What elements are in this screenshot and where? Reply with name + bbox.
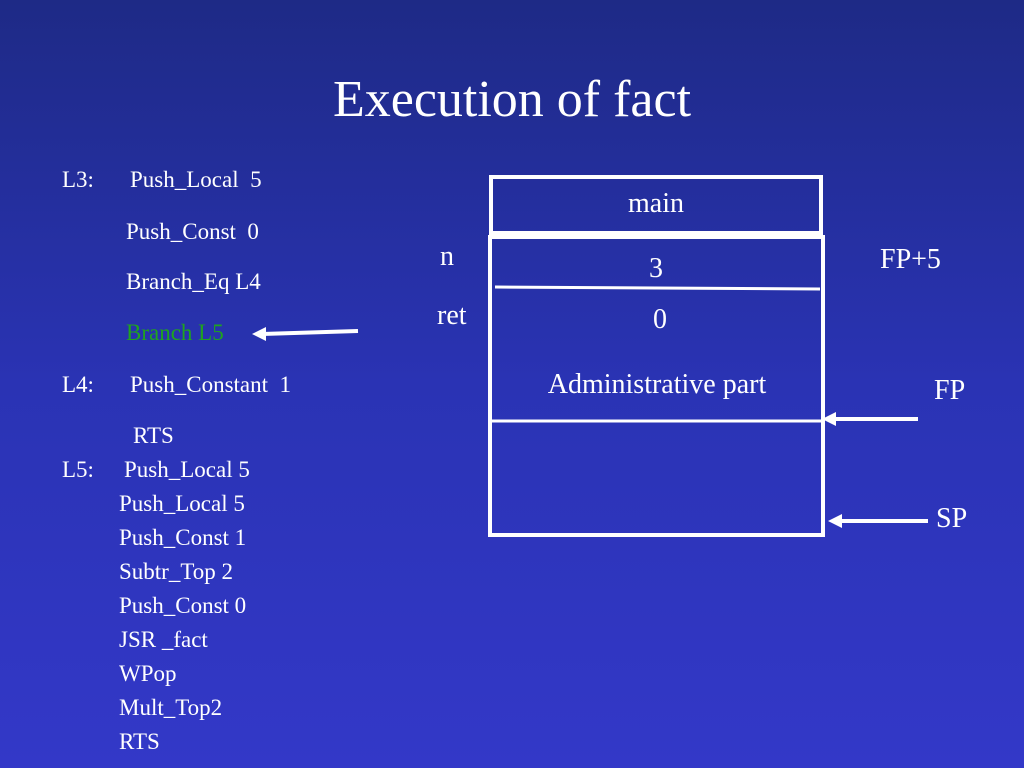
code-instr: Push_Const 0 <box>119 593 247 618</box>
code-instr: JSR _fact <box>119 627 208 652</box>
arrowhead <box>252 327 266 341</box>
current-instruction-arrow <box>261 329 359 336</box>
code-instr: Push_Local 5 <box>130 167 262 192</box>
n-value: 3 <box>649 253 663 284</box>
slide-title: Execution of fact <box>332 71 692 128</box>
code-instr: Push_Const 0 <box>126 219 259 244</box>
admin-part-label: Administrative part <box>547 369 767 400</box>
code-instr: Push_Local 5 <box>119 491 245 516</box>
code-instr-highlighted: Branch L5 <box>126 320 224 345</box>
sp-label: SP <box>936 503 968 534</box>
code-instr: WPop <box>119 661 177 686</box>
code-label-L4: L4: <box>62 372 94 397</box>
cell-divider <box>494 285 821 291</box>
code-instr: Mult_Top2 <box>119 695 223 720</box>
main-frame-label: main <box>628 188 684 219</box>
arrowhead <box>828 514 842 528</box>
code-instr: Push_Local 5 <box>124 457 250 482</box>
main-frame-box <box>489 175 823 235</box>
code-label-L3: L3: <box>62 167 94 192</box>
code-label-L5: L5: <box>62 457 94 482</box>
code-instr: Subtr_Top 2 <box>119 559 234 584</box>
n-label: n <box>440 241 454 272</box>
ret-value: 0 <box>653 304 667 335</box>
ret-label: ret <box>437 300 467 331</box>
fp-label: FP <box>934 375 966 406</box>
code-instr: Push_Const 1 <box>119 525 247 550</box>
arrowhead <box>822 412 836 426</box>
current-frame-box <box>488 235 825 537</box>
code-instr: Branch_Eq L4 <box>126 269 261 294</box>
code-instr: RTS <box>119 729 160 754</box>
fp5-label: FP+5 <box>880 244 941 275</box>
code-instr: Push_Constant 1 <box>130 372 292 397</box>
code-instr: RTS <box>133 423 174 448</box>
